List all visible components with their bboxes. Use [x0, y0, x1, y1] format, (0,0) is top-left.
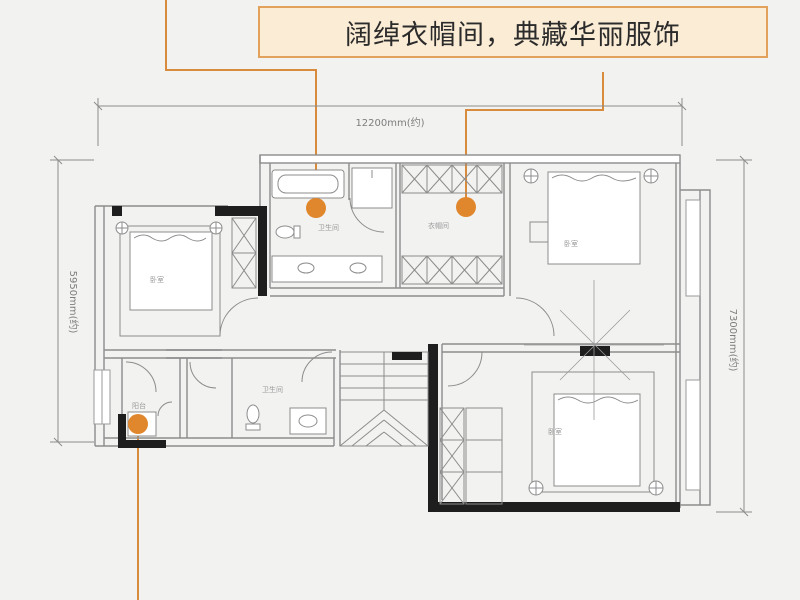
callout-box: 阔绰衣帽间，典藏华丽服饰 [258, 6, 768, 58]
bathroom-marker [306, 198, 326, 218]
closet-marker [456, 197, 476, 217]
markers [128, 197, 476, 434]
bathroom-fixtures [127, 167, 393, 437]
room-label-bathroom-lower: 卫生间 [262, 385, 283, 394]
dimension-label-left: 5950mm(约) [67, 271, 80, 334]
room-label-balcony: 阳台 [132, 401, 146, 410]
windows [93, 199, 701, 491]
dimension-lines [50, 98, 752, 517]
nightstands [115, 168, 664, 496]
beds [119, 171, 655, 493]
ceiling-lights [524, 280, 664, 420]
dimension-label-top: 12200mm(约) [355, 116, 424, 129]
room-label-bedroom-right-bottom: 卧室 [548, 427, 562, 436]
dimension-label-right: 7300mm(约) [727, 309, 740, 372]
callout-text: 阔绰衣帽间，典藏华丽服饰 [345, 19, 681, 51]
door-swings [125, 197, 555, 417]
staircase [339, 351, 429, 447]
structural-walls [112, 206, 680, 512]
room-label-closet: 衣帽间 [428, 221, 449, 230]
cabinets [231, 164, 503, 505]
room-label-bedroom-left: 卧室 [150, 275, 164, 284]
balcony-marker [128, 414, 148, 434]
room-label-bathroom-upper: 卫生间 [318, 223, 339, 232]
room-label-bedroom-right-top: 卧室 [564, 239, 578, 248]
leader-line-bathroom [165, 0, 317, 208]
